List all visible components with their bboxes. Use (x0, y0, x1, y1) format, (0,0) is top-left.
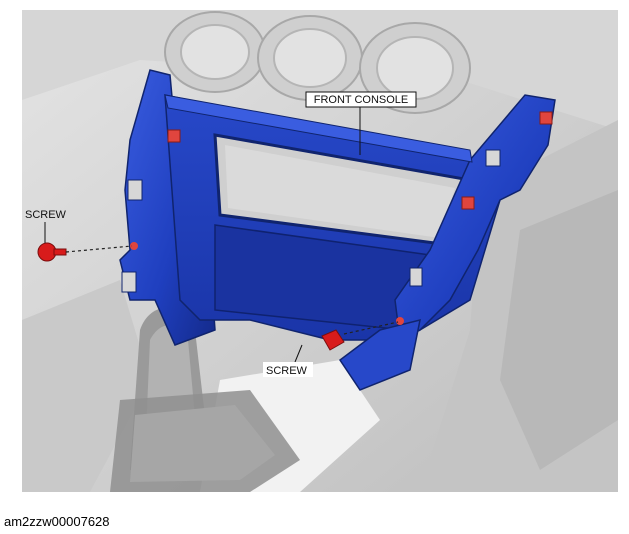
leader-lines (44, 106, 361, 363)
screw-bottom (321, 329, 345, 351)
screw-bottom-label: SCREW (266, 365, 308, 377)
screw-left-guide (65, 245, 133, 253)
front-console-label-box (305, 91, 417, 108)
screw-bottom-label-box (263, 362, 313, 377)
figure-reference-code: am2zzw00007628 (4, 514, 110, 529)
screw-left (37, 242, 67, 262)
hvac-knobs (164, 11, 471, 114)
callouts: FRONT CONSOLE SCREW SCREW (25, 91, 417, 377)
gear-shifter (110, 307, 300, 492)
screws (37, 242, 399, 351)
front-console-label: FRONT CONSOLE (314, 94, 409, 106)
screw-left-label: SCREW (25, 209, 67, 221)
front-console-panel (119, 69, 556, 391)
